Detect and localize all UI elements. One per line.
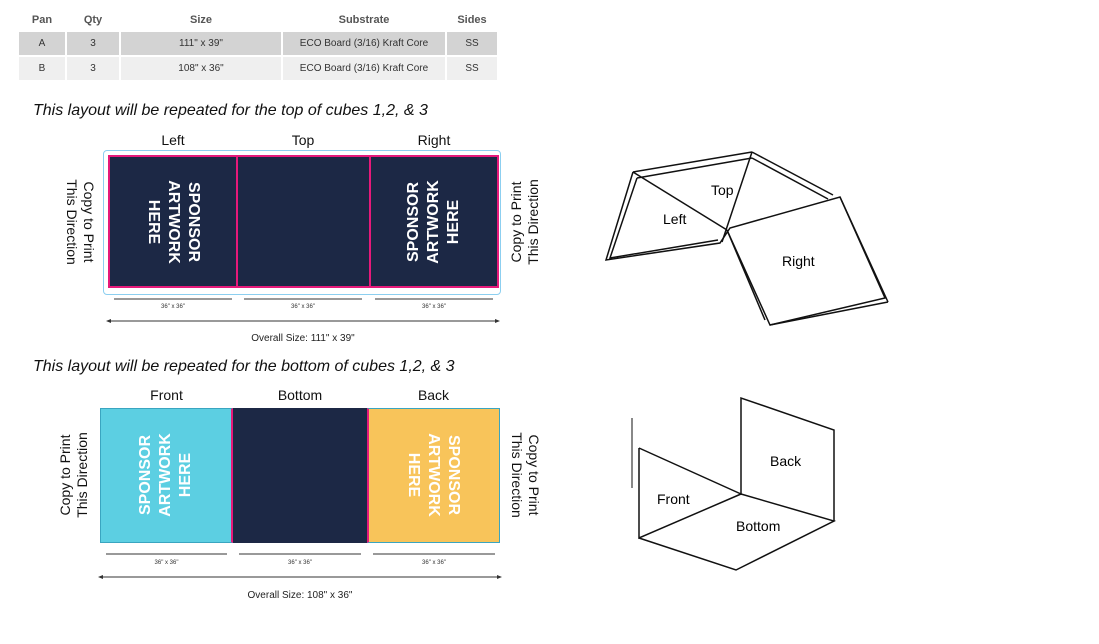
cell: B: [19, 57, 65, 80]
diagram-label-front: Front: [657, 491, 690, 507]
diagram-label-top: Top: [711, 182, 734, 198]
col-header: Substrate: [338, 14, 390, 26]
col-header: Sides: [457, 14, 487, 26]
cell: 3: [67, 57, 119, 80]
panel-right: [369, 155, 499, 288]
panel-dim: 36" x 36": [422, 560, 446, 566]
overall-size: Overall Size: 108" x 36": [247, 590, 353, 601]
cell: SS: [447, 32, 497, 55]
panel-dim: 36" x 36": [154, 560, 179, 566]
panel-left: [108, 155, 238, 288]
panel-back: [367, 408, 500, 543]
cell: ECO Board (3/16) Kraft Core: [283, 57, 445, 80]
cell: SS: [447, 57, 497, 80]
cell: 3: [67, 32, 119, 55]
col-header: Pan: [31, 14, 53, 26]
cell: A: [19, 32, 65, 55]
panel-front: [100, 408, 233, 543]
cell: 111" x 39": [121, 32, 281, 55]
cell: ECO Board (3/16) Kraft Core: [283, 32, 445, 55]
label-bottom: Bottom: [277, 387, 323, 403]
panel-dim: 36" x 36": [422, 304, 446, 310]
label-front: Front: [150, 387, 183, 403]
bottom-box-diagram: [631, 396, 837, 571]
label-left: Left: [161, 132, 185, 148]
panel-top: [238, 155, 369, 288]
cell: 108" x 36": [121, 57, 281, 80]
panel-dim: 36" x 36": [291, 304, 315, 310]
bleed-outline: [103, 150, 501, 295]
label-back: Back: [417, 387, 450, 403]
diagram-label-back: Back: [770, 453, 802, 469]
diagram-label-left: Left: [663, 211, 687, 227]
col-header: Size: [189, 14, 212, 26]
panel-bottom: [233, 408, 367, 543]
col-header: Qty: [83, 14, 103, 26]
label-top: Top: [291, 132, 315, 148]
panel-dim: 36" x 36": [288, 560, 312, 566]
diagram-label-bottom: Bottom: [736, 518, 781, 534]
diagram-label-right: Right: [782, 253, 815, 269]
bottom-caption: This layout will be repeated for the bot…: [33, 358, 455, 375]
panel-dim: 36" x 36": [161, 304, 185, 310]
top-caption: This layout will be repeated for the top…: [33, 102, 428, 119]
label-right: Right: [417, 132, 451, 148]
top-fold-diagram: [604, 151, 889, 326]
overall-size: Overall Size: 111" x 39": [251, 333, 355, 344]
